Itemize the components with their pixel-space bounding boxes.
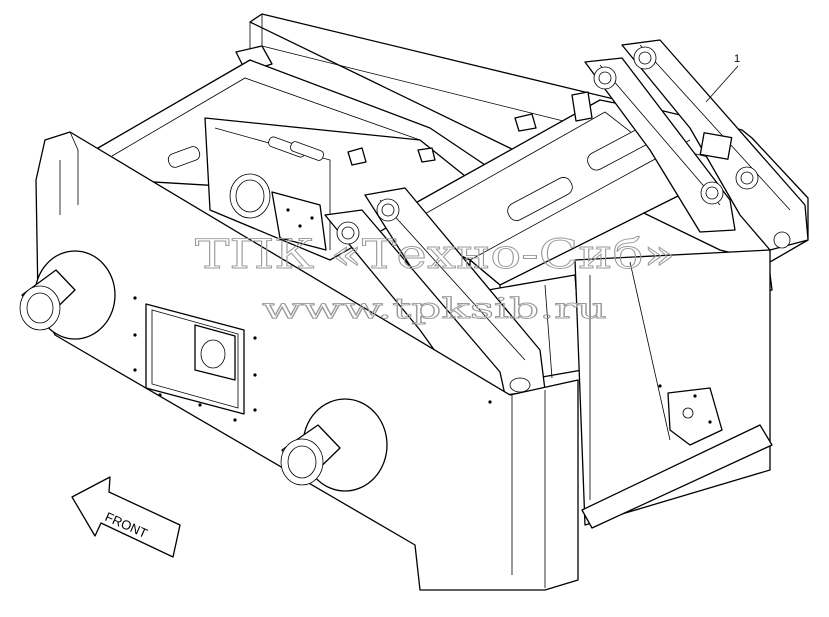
callout-1: 1 — [705, 53, 740, 103]
front-direction-arrow: FRONT — [71, 476, 181, 558]
watermark-line2: www.tpksib.ru — [262, 292, 607, 325]
watermark: ТПК «Техно-Сиб» www.tpksib.ru — [195, 232, 676, 326]
right-side-box — [574, 249, 773, 529]
left-side-plate — [35, 131, 579, 591]
trunnion-lower — [280, 398, 388, 492]
watermark-line1: ТПК «Техно-Сиб» — [195, 232, 675, 278]
inner-walls — [97, 59, 501, 261]
callout-1-label: 1 — [734, 53, 740, 65]
trunnion-upper — [19, 250, 116, 340]
